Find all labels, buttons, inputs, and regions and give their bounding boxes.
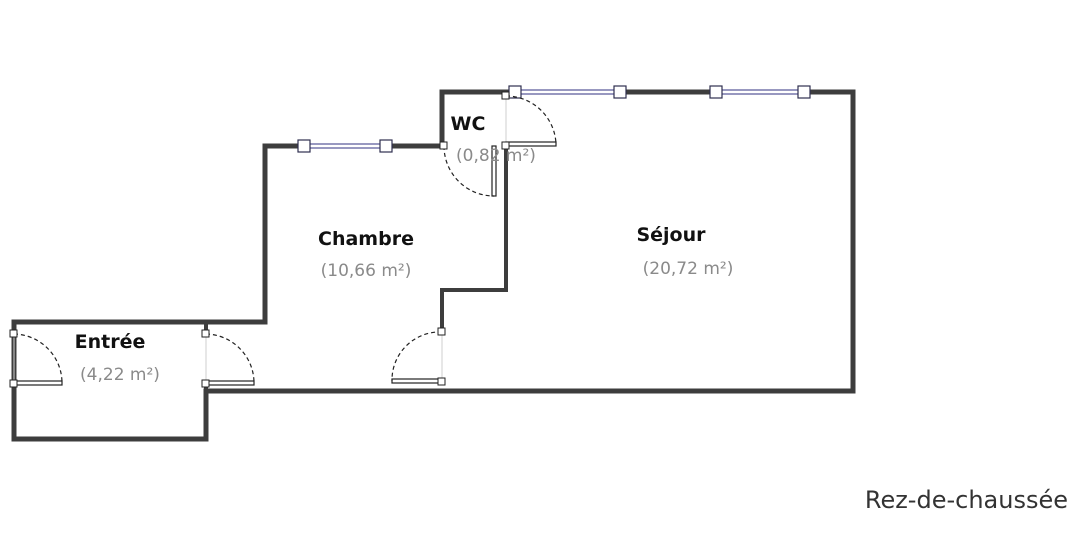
floor-label: Rez-de-chaussée <box>864 486 1068 514</box>
room-area-wc: (0,82 m²) <box>456 146 536 166</box>
room-area-sejour: (20,72 m²) <box>643 259 734 279</box>
window-node <box>709 85 723 99</box>
window-node <box>613 85 627 99</box>
room-area-chambre: (10,66 m²) <box>321 261 412 281</box>
openings <box>13 96 507 383</box>
wall-entree-bottom <box>11 388 445 442</box>
wall-sejour-top <box>439 89 856 394</box>
window-node <box>297 139 311 153</box>
room-name-chambre: Chambre <box>318 228 414 250</box>
room-labels: WC (0,82 m²) Chambre (10,66 m²) Séjour (… <box>75 113 734 385</box>
room-name-sejour: Séjour <box>636 224 706 246</box>
doors <box>9 91 557 388</box>
door-entree-interior <box>201 329 255 388</box>
window-node <box>797 85 811 99</box>
door-entree-exterior <box>9 329 63 388</box>
window-node <box>379 139 393 153</box>
windows <box>297 85 811 153</box>
door-wc <box>439 91 557 197</box>
room-name-wc: WC <box>451 113 486 135</box>
wall-chambre-sejour <box>440 146 508 330</box>
room-area-entree: (4,22 m²) <box>80 365 160 385</box>
room-name-entree: Entrée <box>75 331 146 353</box>
door-chambre <box>391 327 446 386</box>
